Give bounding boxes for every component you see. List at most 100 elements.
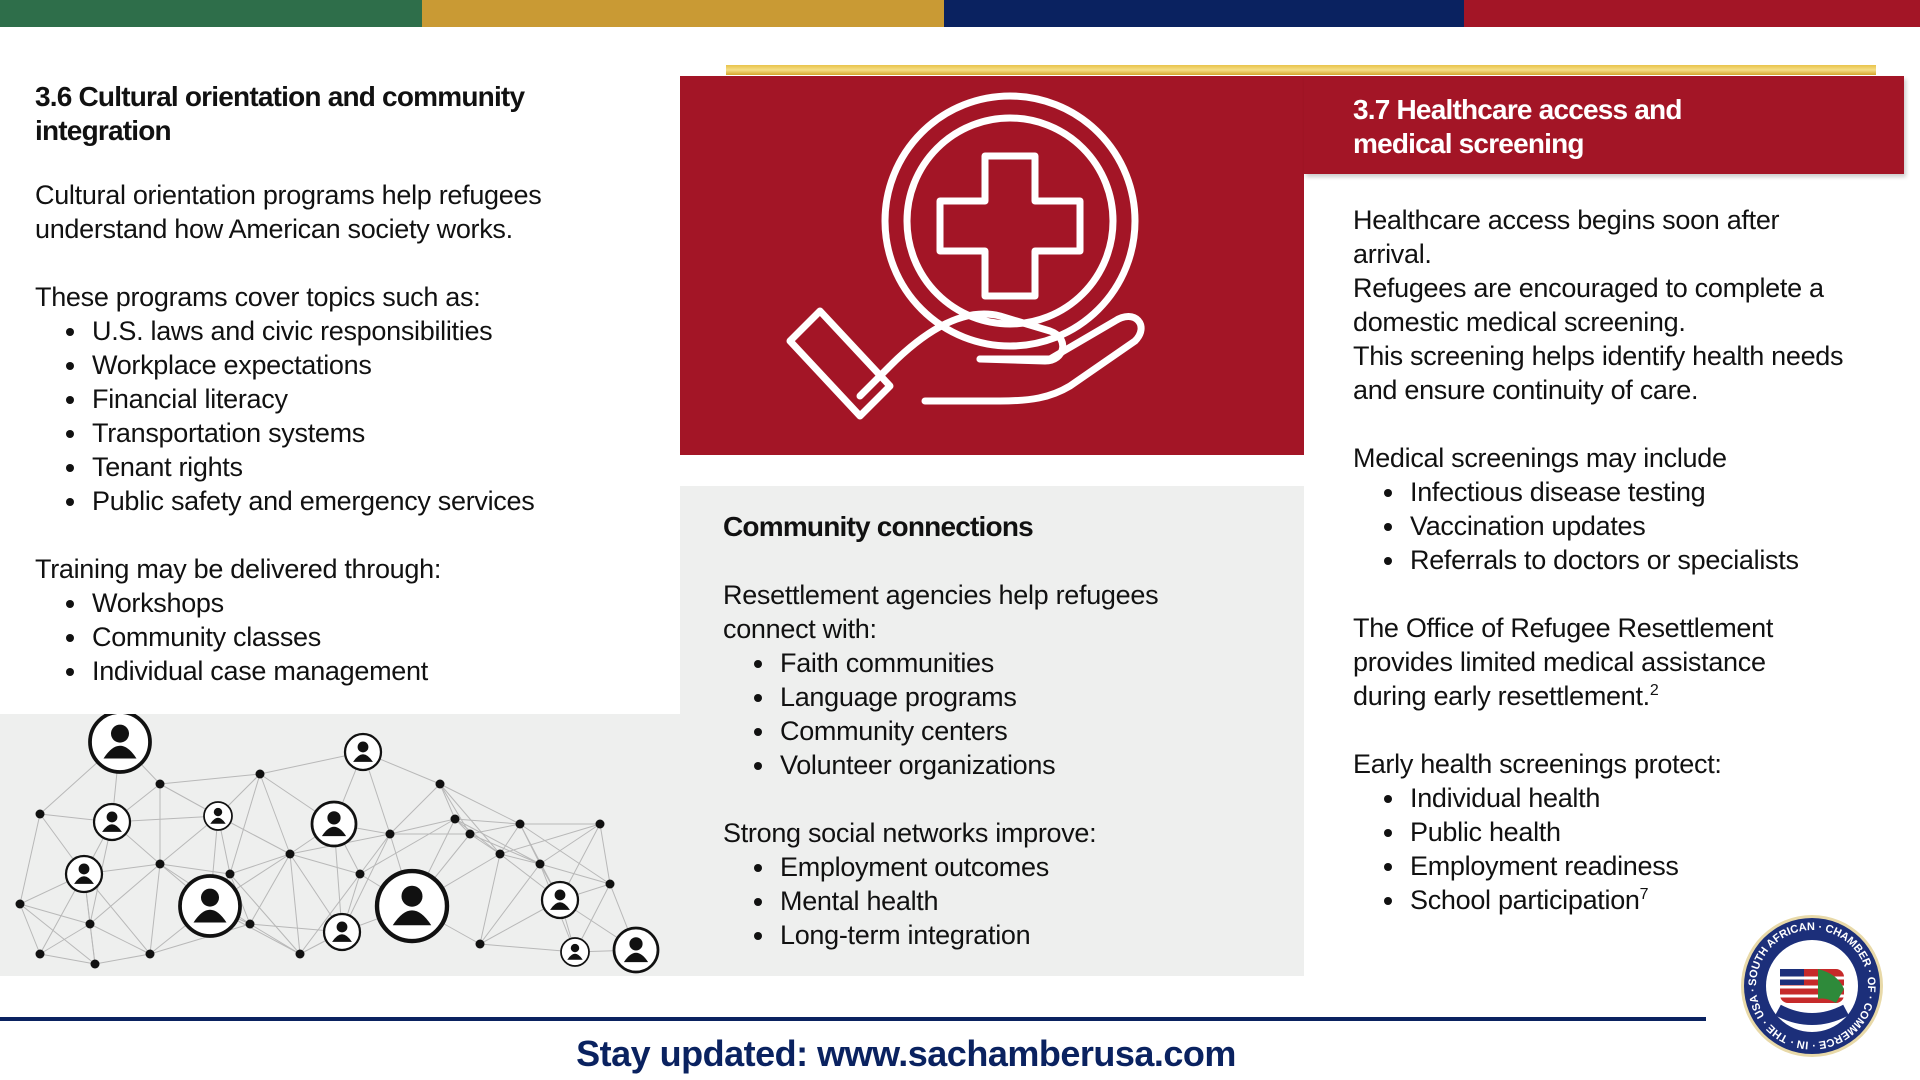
right-column: Healthcare access begins soon after arri… (1353, 203, 1893, 917)
network-link (599, 823, 611, 885)
network-link (159, 773, 261, 785)
network-link (454, 818, 541, 865)
list-item: Workshops (35, 586, 635, 620)
person-node-icon (612, 926, 660, 974)
network-node (225, 869, 235, 879)
network-link (94, 953, 151, 965)
network-node (35, 809, 45, 819)
list-item: School participation7 (1353, 883, 1893, 917)
network-node (285, 849, 295, 859)
network-link (229, 853, 291, 875)
network-link (439, 783, 471, 835)
networks-label: Strong social networks improve: (723, 818, 1097, 848)
top-bar-gold (422, 0, 944, 27)
network-link (39, 923, 91, 955)
network-node (355, 869, 365, 879)
network-link (89, 923, 96, 965)
footer-divider (0, 1017, 1706, 1021)
network-link (519, 823, 611, 885)
network-link (469, 833, 541, 865)
healthcare-p3: This screening helps identify health nee… (1353, 341, 1844, 405)
connections-list: Faith communities Language programs Comm… (723, 646, 1304, 782)
section-heading-3-7: 3.7 Healthcare access and medical screen… (1353, 94, 1682, 159)
network-link (454, 818, 501, 855)
left-column: 3.6 Cultural orientation and community i… (35, 80, 635, 688)
footer-link[interactable]: Stay updated: www.sachamberusa.com (576, 1033, 1236, 1074)
training-list: Workshops Community classes Individual c… (35, 586, 635, 688)
network-node (85, 919, 95, 929)
healthcare-p2: Refugees are encouraged to complete a do… (1353, 273, 1824, 337)
list-item: Faith communities (723, 646, 1304, 680)
connections-intro: Resettlement agencies help refugees conn… (723, 580, 1159, 644)
list-item: Long-term integration (723, 918, 1304, 952)
network-node (595, 819, 605, 829)
gold-accent-line (726, 65, 1876, 75)
network-node (535, 859, 545, 869)
network-link (19, 903, 96, 965)
network-link (89, 863, 161, 925)
network-link (359, 833, 391, 875)
person-node-icon (560, 937, 590, 967)
orr-text: The Office of Refugee Resettlement provi… (1353, 611, 1833, 713)
community-connections-heading: Community connections (723, 511, 1034, 542)
list-item: Public safety and emergency services (35, 484, 635, 518)
list-item: Vaccination updates (1353, 509, 1893, 543)
chamber-logo: SOUTH AFRICAN · CHAMBER · OF · COMMERCE … (1741, 915, 1883, 1057)
network-link (149, 863, 161, 955)
network-link (479, 853, 501, 945)
network-link (39, 953, 96, 965)
network-link (19, 903, 91, 925)
network-node (435, 779, 445, 789)
network-link (469, 823, 521, 835)
list-item: Referrals to doctors or specialists (1353, 543, 1893, 577)
list-item: Infectious disease testing (1353, 475, 1893, 509)
network-node (245, 919, 255, 929)
person-node-icon (310, 800, 358, 848)
intro-text: Cultural orientation programs help refug… (35, 180, 542, 244)
topics-label: These programs cover topics such as: (35, 282, 481, 312)
network-node (255, 769, 265, 779)
network-link (479, 943, 576, 953)
network-link (289, 853, 361, 875)
list-item: Tenant rights (35, 450, 635, 484)
protect-list: Individual health Public health Employme… (1353, 781, 1893, 917)
protect-label: Early health screenings protect: (1353, 749, 1722, 779)
list-item-text: School participation (1410, 885, 1640, 915)
network-node (145, 949, 155, 959)
person-node-icon (178, 874, 242, 938)
list-item: Workplace expectations (35, 348, 635, 382)
network-link (389, 818, 456, 835)
person-node-icon (203, 801, 233, 831)
network-link (499, 823, 521, 855)
footnote-ref: 2 (1649, 682, 1659, 699)
network-link (539, 823, 601, 865)
screenings-list: Infectious disease testing Vaccination u… (1353, 475, 1893, 577)
person-node-icon (322, 912, 362, 952)
networks-list: Employment outcomes Mental health Long-t… (723, 850, 1304, 952)
network-link (229, 873, 301, 955)
network-link (289, 853, 301, 955)
community-network-image (0, 714, 680, 976)
healthcare-icon-panel (680, 76, 1304, 455)
network-link (19, 903, 41, 955)
network-node (35, 949, 45, 959)
person-node-icon (374, 868, 450, 944)
list-item: Financial literacy (35, 382, 635, 416)
network-node (15, 899, 25, 909)
network-node (155, 779, 165, 789)
community-connections-box: Community connections Resettlement agenc… (680, 486, 1304, 976)
footnote-ref: 7 (1639, 886, 1649, 903)
network-node (475, 939, 485, 949)
person-node-icon (64, 854, 104, 894)
network-link (519, 823, 541, 865)
network-node (295, 949, 305, 959)
list-item: Transportation systems (35, 416, 635, 450)
network-link (149, 923, 251, 955)
list-item: Volunteer organizations (723, 748, 1304, 782)
network-link (159, 863, 231, 875)
section-heading-3-6: 3.6 Cultural orientation and community i… (35, 81, 525, 146)
list-item: Employment outcomes (723, 850, 1304, 884)
list-item: Public health (1353, 815, 1893, 849)
network-link (389, 783, 441, 835)
network-link (454, 818, 521, 825)
